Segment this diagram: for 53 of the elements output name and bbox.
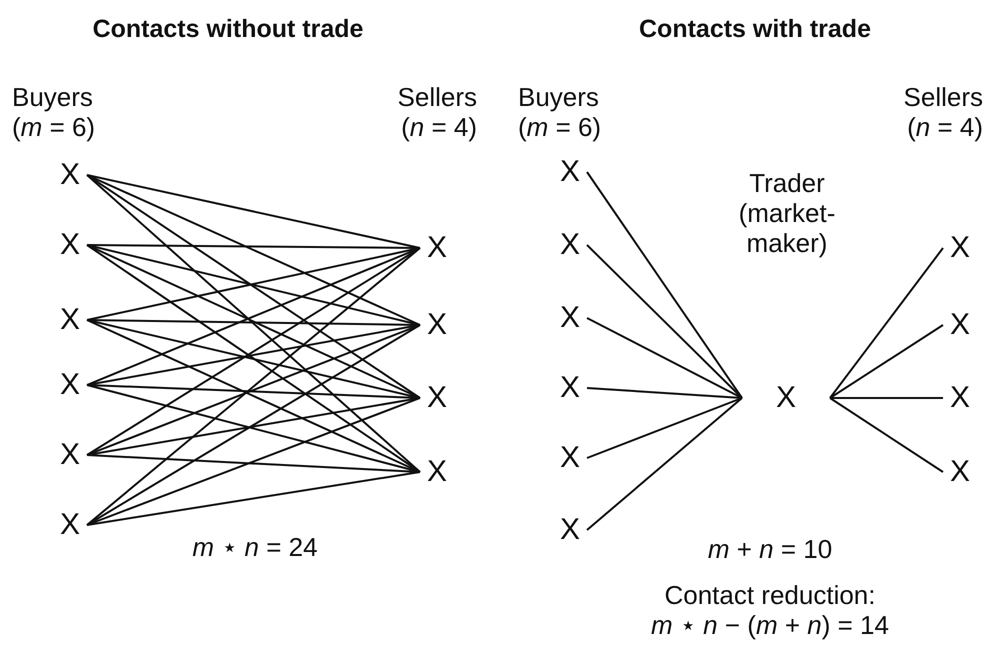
connector-line <box>86 324 420 386</box>
cross-mark: X <box>426 383 447 413</box>
connector-line <box>86 324 421 526</box>
group-label: Buyers (m = 6) <box>518 82 602 142</box>
cross-mark: X <box>426 233 447 263</box>
cross-mark: X <box>950 457 970 487</box>
connector-line <box>586 387 742 399</box>
cross-mark: X <box>560 443 580 473</box>
cross-mark: X <box>426 457 447 487</box>
cross-mark: X <box>560 157 580 187</box>
connector-line <box>586 397 742 459</box>
connector-line <box>86 174 420 326</box>
connector-line <box>586 171 743 399</box>
connector-line <box>830 397 943 399</box>
connector-line <box>586 244 743 399</box>
heading: Contacts with trade <box>638 14 872 44</box>
connector-line <box>86 397 420 456</box>
formula: Contact reduction: m ⋆ n − (m + n) = 14 <box>651 580 889 640</box>
cross-mark: X <box>560 515 580 545</box>
group-label: Sellers (n = 4) <box>396 82 477 142</box>
connector-line <box>86 174 421 473</box>
cross-mark: X <box>950 233 970 263</box>
trader-label: Trader (market-maker) <box>738 168 836 258</box>
cross-mark: X <box>560 303 580 333</box>
cross-mark: X <box>560 230 580 260</box>
formula: m ⋆ n = 24 <box>191 532 319 562</box>
cross-mark: X <box>776 383 796 413</box>
connector-line <box>829 324 944 399</box>
connector-line <box>86 174 421 399</box>
connector-line <box>86 384 420 473</box>
group-label: Sellers (n = 4) <box>902 82 983 142</box>
cross-mark: X <box>60 510 80 540</box>
connector-line <box>829 247 944 399</box>
cross-mark: X <box>60 370 80 400</box>
cross-mark: X <box>950 310 970 340</box>
connector-line <box>829 397 944 473</box>
cross-mark: X <box>560 373 580 403</box>
connector-line <box>86 397 420 526</box>
formula: m + n = 10 <box>706 534 834 564</box>
heading: Contacts without trade <box>92 14 364 44</box>
group-label: Buyers (m = 6) <box>12 82 96 142</box>
connector-line <box>86 471 420 526</box>
cross-mark: X <box>60 440 80 470</box>
cross-mark: X <box>60 305 80 335</box>
connector-line <box>86 174 420 249</box>
cross-mark: X <box>950 383 970 413</box>
cross-mark: X <box>426 310 447 340</box>
connector-line <box>86 319 420 399</box>
cross-mark: X <box>60 230 80 260</box>
connector-line <box>586 397 743 531</box>
cross-mark: X <box>60 160 80 190</box>
connector-line <box>86 247 421 526</box>
connector-line <box>586 317 742 399</box>
